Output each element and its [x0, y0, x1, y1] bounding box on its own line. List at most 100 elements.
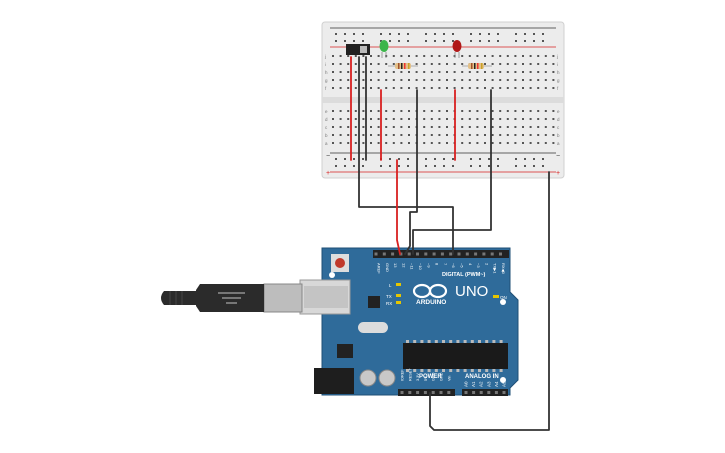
breadboard-hole[interactable]	[537, 134, 540, 136]
rail-hole[interactable]	[515, 158, 517, 160]
breadboard-hole[interactable]	[468, 142, 471, 144]
rail-hole[interactable]	[389, 158, 391, 160]
breadboard-hole[interactable]	[392, 134, 395, 136]
breadboard-hole[interactable]	[529, 63, 532, 65]
breadboard-hole[interactable]	[385, 134, 388, 136]
rail-hole[interactable]	[542, 165, 544, 167]
digital-pin[interactable]	[440, 252, 444, 256]
rail-hole[interactable]	[533, 158, 535, 160]
rail-hole[interactable]	[380, 33, 382, 35]
digital-pin[interactable]	[457, 252, 461, 256]
power-pin[interactable]	[408, 391, 412, 394]
breadboard-hole[interactable]	[354, 134, 357, 136]
rail-hole[interactable]	[542, 33, 544, 35]
breadboard-hole[interactable]	[537, 79, 540, 81]
breadboard-hole[interactable]	[332, 55, 334, 57]
rail-hole[interactable]	[425, 33, 427, 35]
breadboard-hole[interactable]	[354, 79, 357, 81]
breadboard-hole[interactable]	[339, 63, 342, 65]
breadboard-hole[interactable]	[332, 71, 334, 73]
breadboard-hole[interactable]	[446, 134, 448, 136]
breadboard-hole[interactable]	[484, 126, 486, 128]
breadboard-hole[interactable]	[354, 110, 357, 112]
breadboard-hole[interactable]	[392, 142, 395, 144]
breadboard-hole[interactable]	[499, 110, 502, 112]
breadboard-hole[interactable]	[499, 63, 502, 65]
breadboard-hole[interactable]	[544, 79, 547, 81]
rail-hole[interactable]	[353, 165, 355, 167]
rail-hole[interactable]	[389, 33, 391, 35]
breadboard-hole[interactable]	[438, 134, 441, 136]
breadboard-hole[interactable]	[484, 87, 486, 89]
breadboard-hole[interactable]	[461, 134, 464, 136]
rail-hole[interactable]	[335, 165, 337, 167]
breadboard-hole[interactable]	[438, 110, 441, 112]
breadboard-hole[interactable]	[400, 126, 403, 128]
breadboard-hole[interactable]	[552, 63, 555, 65]
breadboard-hole[interactable]	[499, 118, 502, 120]
breadboard-hole[interactable]	[499, 55, 502, 57]
rail-hole[interactable]	[542, 158, 544, 160]
breadboard-hole[interactable]	[453, 87, 456, 89]
breadboard-hole[interactable]	[491, 118, 494, 120]
breadboard-hole[interactable]	[385, 63, 388, 65]
power-pin[interactable]	[447, 391, 451, 394]
breadboard-hole[interactable]	[446, 142, 448, 144]
rail-hole[interactable]	[434, 165, 436, 167]
breadboard-hole[interactable]	[392, 71, 395, 73]
breadboard-hole[interactable]	[370, 63, 372, 65]
breadboard-hole[interactable]	[438, 142, 441, 144]
rail-hole[interactable]	[425, 40, 427, 42]
breadboard-hole[interactable]	[499, 79, 502, 81]
breadboard-hole[interactable]	[385, 79, 388, 81]
digital-pin[interactable]	[382, 252, 386, 256]
breadboard-hole[interactable]	[506, 79, 509, 81]
breadboard-hole[interactable]	[506, 110, 509, 112]
analog-pin[interactable]	[487, 391, 491, 394]
breadboard-hole[interactable]	[377, 134, 380, 136]
breadboard-hole[interactable]	[438, 87, 441, 89]
breadboard-hole[interactable]	[370, 55, 372, 57]
breadboard-hole[interactable]	[347, 118, 350, 120]
breadboard-hole[interactable]	[552, 126, 555, 128]
breadboard-hole[interactable]	[377, 126, 380, 128]
rail-hole[interactable]	[452, 165, 454, 167]
breadboard-hole[interactable]	[446, 126, 448, 128]
breadboard-hole[interactable]	[438, 118, 441, 120]
power-pin[interactable]	[439, 391, 443, 394]
breadboard-hole[interactable]	[339, 87, 342, 89]
breadboard-hole[interactable]	[370, 110, 372, 112]
rail-hole[interactable]	[515, 40, 517, 42]
digital-pin[interactable]	[482, 252, 486, 256]
breadboard-hole[interactable]	[529, 134, 532, 136]
breadboard-hole[interactable]	[332, 110, 334, 112]
breadboard-hole[interactable]	[484, 110, 486, 112]
rail-hole[interactable]	[488, 33, 490, 35]
breadboard-hole[interactable]	[423, 126, 426, 128]
rail-hole[interactable]	[479, 40, 481, 42]
breadboard-hole[interactable]	[491, 55, 494, 57]
breadboard-hole[interactable]	[430, 118, 433, 120]
breadboard-hole[interactable]	[354, 71, 357, 73]
breadboard-hole[interactable]	[491, 126, 494, 128]
breadboard-hole[interactable]	[446, 71, 448, 73]
resistor-right[interactable]	[462, 63, 492, 69]
breadboard-hole[interactable]	[430, 126, 433, 128]
breadboard-hole[interactable]	[537, 142, 540, 144]
breadboard-hole[interactable]	[552, 79, 555, 81]
breadboard-hole[interactable]	[506, 71, 509, 73]
rail-hole[interactable]	[542, 40, 544, 42]
breadboard-hole[interactable]	[461, 71, 464, 73]
breadboard-hole[interactable]	[354, 126, 357, 128]
breadboard-hole[interactable]	[544, 118, 547, 120]
breadboard-hole[interactable]	[423, 87, 426, 89]
breadboard-hole[interactable]	[506, 126, 509, 128]
breadboard-hole[interactable]	[408, 55, 410, 57]
rail-hole[interactable]	[479, 158, 481, 160]
breadboard-hole[interactable]	[385, 118, 388, 120]
breadboard-hole[interactable]	[491, 79, 494, 81]
rail-hole[interactable]	[524, 165, 526, 167]
digital-pin[interactable]	[449, 252, 453, 256]
breadboard-hole[interactable]	[484, 142, 486, 144]
breadboard-hole[interactable]	[377, 55, 380, 57]
